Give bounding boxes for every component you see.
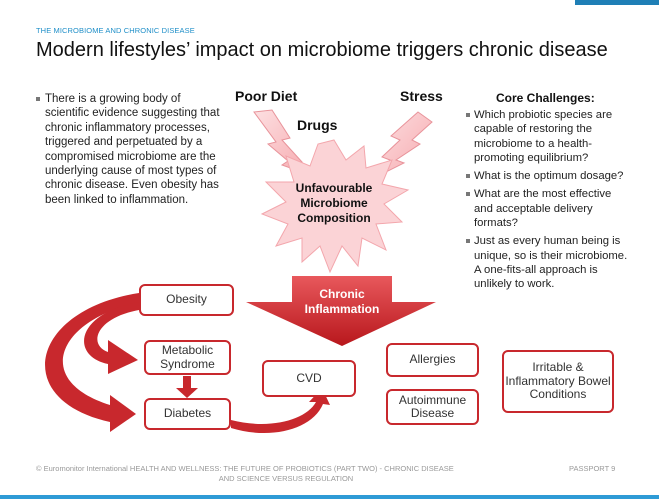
allergies-box: Allergies	[386, 343, 479, 377]
footer-source: © Euromonitor International HEALTH AND W…	[36, 464, 536, 483]
core-challenges-title: Core Challenges:	[496, 91, 595, 105]
top-accent-bar	[575, 0, 659, 5]
obesity-to-metabolic-arrow	[84, 302, 139, 374]
metabolic-to-diabetes-arrow	[176, 376, 198, 398]
stress-lightning-icon	[373, 111, 433, 179]
poor-diet-label: Poor Diet	[235, 88, 298, 104]
left-bullet-list: There is a growing body of scientific ev…	[36, 92, 222, 207]
challenge-item: Just as every human being is unique, so …	[466, 234, 631, 291]
footer-page-number: PASSPORT 9	[569, 464, 616, 473]
left-bullet-item: There is a growing body of scientific ev…	[36, 92, 222, 207]
obesity-box: Obesity	[139, 284, 234, 316]
bottom-accent-bar	[0, 495, 659, 499]
footer-line-2: AND SCIENCE VERSUS REGULATION	[218, 473, 354, 483]
footer-line-1: © Euromonitor International HEALTH AND W…	[36, 464, 454, 473]
cvd-box: CVD	[262, 360, 356, 397]
challenge-item: What is the optimum dosage?	[466, 169, 631, 183]
autoimmune-disease-box: Autoimmune Disease	[386, 389, 479, 425]
microbiome-starburst	[260, 139, 410, 274]
slide-title: Modern lifestyles’ impact on microbiome …	[36, 39, 608, 61]
metabolic-syndrome-box: Metabolic Syndrome	[144, 340, 231, 375]
chronic-inflammation-label: Chronic Inflammation	[304, 287, 380, 316]
challenge-item: What are the most effective and acceptab…	[466, 187, 631, 230]
section-label: THE MICROBIOME AND CHRONIC DISEASE	[36, 26, 195, 35]
diabetes-to-cvd-arrow	[231, 388, 330, 434]
chronic-inflammation-arrow	[246, 276, 436, 346]
obesity-to-diabetes-arrow	[45, 293, 139, 432]
microbiome-composition-label: Unfavourable Microbiome Composition	[295, 181, 373, 225]
stress-label: Stress	[400, 88, 443, 104]
bowel-conditions-box: Irritable & Inflammatory Bowel Condition…	[502, 350, 614, 413]
drugs-label: Drugs	[297, 117, 338, 133]
challenge-item: Which probiotic species are capable of r…	[466, 108, 631, 165]
diabetes-box: Diabetes	[144, 398, 231, 430]
core-challenges-list: Which probiotic species are capable of r…	[466, 108, 631, 296]
